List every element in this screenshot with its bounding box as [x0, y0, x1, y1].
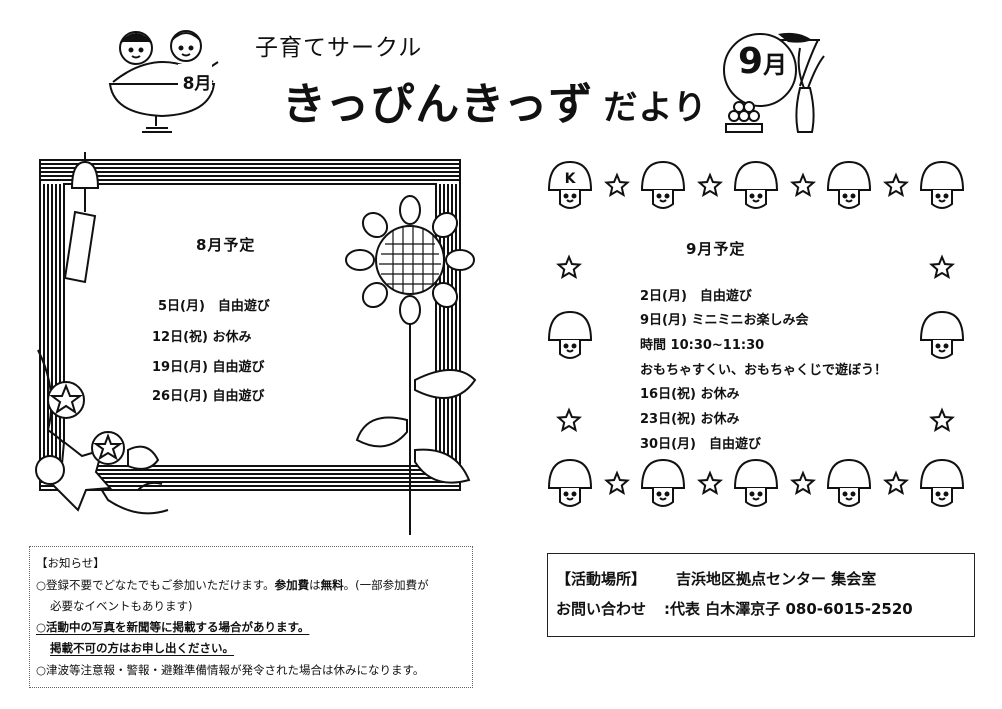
notice-line-4: 掲載不可の方はお申し出ください。 — [50, 641, 234, 655]
mushroom-icon — [919, 458, 965, 507]
mushroom-icon — [826, 458, 872, 507]
notice-box — [29, 546, 473, 688]
notice-heading: 【お知らせ】 — [36, 556, 105, 570]
newsletter-title: きっぴんきっずだより — [282, 68, 708, 132]
bamboo-blind-frame — [39, 159, 461, 491]
mushroom-icon — [826, 160, 872, 209]
notice-text: 。(一部参加費が — [343, 578, 429, 592]
august-heading: 8月予定 — [196, 236, 256, 254]
star-icon — [929, 407, 955, 432]
mushroom-icon — [919, 310, 965, 359]
star-icon — [697, 470, 723, 495]
september-item: 時間 10:30~11:30 — [640, 338, 765, 353]
september-badge-month: 月 — [763, 51, 788, 79]
info-box — [547, 553, 975, 637]
mushroom-icon: K — [547, 160, 593, 209]
september-badge-num: 9 — [738, 41, 764, 82]
place-label: 【活動場所】 — [556, 570, 647, 588]
star-icon — [556, 407, 582, 432]
september-badge: 9月 — [738, 44, 787, 80]
newsletter-title-sub: だより — [603, 88, 708, 128]
mushroom-icon — [733, 160, 779, 209]
contact-label: お問い合わせ — [556, 600, 647, 618]
sunflower-icon — [345, 195, 477, 535]
wind-chime-icon — [63, 152, 100, 284]
september-item: 23日(祝) お休み — [640, 412, 740, 427]
notice-line-3: ○活動中の写真を新聞等に掲載する場合があります。 — [36, 620, 310, 634]
notice-line-1: ○登録不要でどなたでもご参加いただけます。参加費は無料。(一部参加費が — [36, 577, 429, 593]
august-item: 26日(月) 自由遊び — [152, 389, 265, 404]
august-badge: 8月 — [182, 74, 212, 94]
star-icon — [790, 470, 816, 495]
mushroom-cap-letter: K — [565, 171, 577, 187]
star-icon — [883, 470, 909, 495]
kids-shaved-ice-icon — [108, 30, 219, 133]
contact-value: :代表 白木澤京子 080-6015-2520 — [664, 600, 913, 618]
mushroom-icon — [547, 310, 593, 359]
september-item: 9日(月) ミニミニお楽しみ会 — [640, 313, 809, 328]
mushroom-icon — [640, 458, 686, 507]
notice-free-label: 無料 — [320, 578, 344, 592]
september-item: おもちゃすくい、おもちゃくじで遊ぼう！ — [640, 363, 888, 378]
september-item: 2日(月) 自由遊び — [640, 289, 752, 304]
september-heading: 9月予定 — [686, 240, 746, 258]
star-icon — [883, 172, 909, 197]
star-icon — [604, 172, 630, 197]
morning-glory-icon — [35, 349, 169, 515]
place-value: 吉浜地区拠点センター 集会室 — [676, 570, 877, 588]
notice-text: ○登録不要でどなたでもご参加いただけます。 — [36, 578, 275, 592]
august-item: 12日(祝) お休み — [152, 330, 252, 345]
mushroom-icon — [919, 160, 965, 209]
star-icon — [697, 172, 723, 197]
september-item: 16日(祝) お休み — [640, 387, 740, 402]
star-icon — [929, 254, 955, 279]
notice-line-2: 必要なイベントもあります) — [50, 599, 193, 613]
star-icon — [604, 470, 630, 495]
newsletter-title-main: きっぴんきっず — [282, 79, 594, 130]
august-item: 5日(月) 自由遊び — [158, 299, 270, 314]
circle-name: 子育てサークル — [255, 35, 423, 61]
notice-line-5: ○津波等注意報・警報・避難準備情報が発令された場合は休みになります。 — [36, 663, 425, 677]
september-item: 30日(月) 自由遊び — [640, 437, 761, 452]
mushroom-icon — [733, 458, 779, 507]
notice-fee-label: 参加費 — [274, 578, 310, 592]
august-item: 19日(月) 自由遊び — [152, 360, 265, 375]
star-icon — [556, 254, 582, 279]
mushroom-icon — [640, 160, 686, 209]
notice-text: は — [309, 578, 321, 592]
mushroom-icon — [547, 458, 593, 507]
star-icon — [790, 172, 816, 197]
moon-viewing-icon — [723, 32, 825, 133]
